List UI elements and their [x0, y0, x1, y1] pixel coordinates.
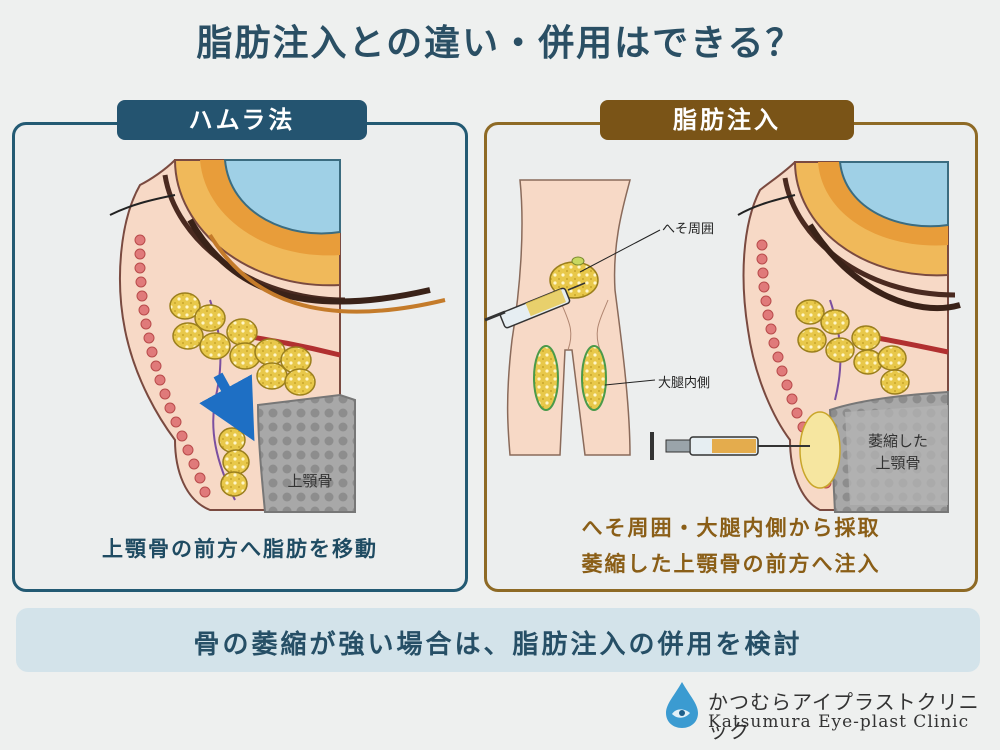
page-title: 脂肪注入との違い・併用はできる？ [196, 23, 804, 64]
orbicularis-muscle [134, 234, 211, 498]
maxilla-label-left: 上顎骨 [287, 472, 333, 490]
hamura-caption: 上顎骨の前方へ脂肪を移動 [102, 537, 378, 561]
atrophied-maxilla-label-line2: 上顎骨 [875, 454, 921, 472]
summary-box [16, 608, 980, 672]
orbital-fat-cluster-right [795, 299, 910, 395]
atrophied-maxilla-label-line1: 萎縮した [867, 432, 928, 450]
moved-fat [218, 427, 250, 497]
atrophied-maxilla-label: 萎縮した 上顎骨 [858, 430, 938, 474]
summary-text: 骨の萎縮が強い場合は、脂肪注入の併用を検討 [193, 630, 803, 660]
hamura-tab: ハムラ法 [117, 100, 367, 140]
thigh-fat-right [581, 345, 607, 411]
clinic-logo-icon [666, 682, 698, 728]
clinic-name-en: Katsumura Eye-plast Clinic [708, 712, 970, 732]
fat-injection-caption-line1: へそ周囲・大腿内側から採取 [581, 516, 881, 540]
thigh-label: 大腿内側 [658, 376, 711, 391]
move-arrow [199, 372, 255, 442]
syringe-harvest [484, 282, 586, 329]
thigh-fat-left [533, 345, 559, 411]
injected-fat [799, 411, 841, 489]
navel-label: へそ周囲 [662, 222, 715, 237]
syringe-inject [650, 432, 810, 460]
fat-injection-tab: 脂肪注入 [600, 100, 854, 140]
clinic-name-jp: かつむらアイプラストクリニック [708, 690, 980, 743]
orbital-fat-cluster [169, 292, 316, 396]
fat-injection-caption-line2: 萎縮した上顎骨の前方へ注入 [581, 552, 881, 576]
